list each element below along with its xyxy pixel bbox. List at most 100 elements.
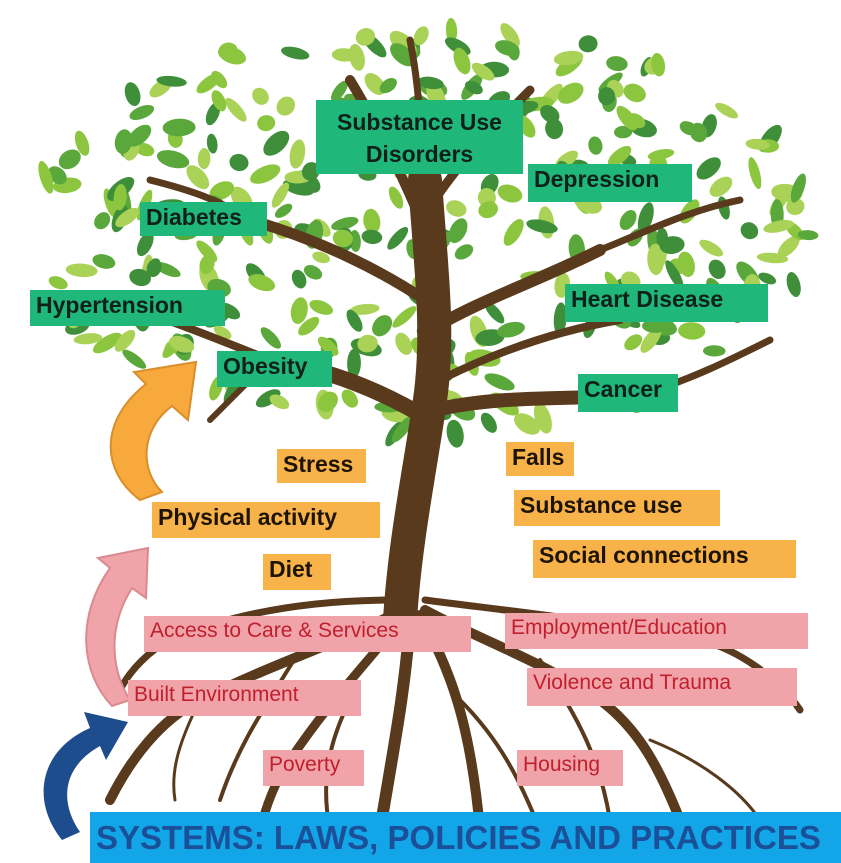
leaf <box>514 413 540 435</box>
leaf <box>598 87 616 106</box>
leaf <box>708 259 726 280</box>
leaf <box>146 258 162 278</box>
leaf <box>271 182 290 208</box>
leaf <box>255 389 281 408</box>
behavior-stress: Stress <box>277 449 366 483</box>
leaf <box>65 263 98 278</box>
leaf <box>211 90 227 112</box>
leaf <box>168 335 195 353</box>
outcome-diabetes: Diabetes <box>140 202 267 236</box>
leaf <box>114 329 136 352</box>
leaf <box>341 389 359 408</box>
leaf <box>446 200 467 217</box>
behavior-physical-activity: Physical activity <box>152 502 380 538</box>
leaf <box>225 97 247 122</box>
leaf <box>553 50 584 66</box>
leaf <box>709 176 733 197</box>
leaf <box>372 315 393 337</box>
leaf <box>677 251 695 277</box>
outcome-cancer: Cancer <box>578 374 678 412</box>
condition-built-environment: Built Environment <box>128 680 361 716</box>
leaf <box>703 345 726 357</box>
leaf <box>113 184 127 211</box>
outcome-heart-disease: Heart Disease <box>565 284 768 322</box>
leaf <box>229 153 249 172</box>
leaf <box>291 269 307 289</box>
leaf <box>533 402 552 434</box>
condition-poverty: Poverty <box>263 750 364 786</box>
leaf <box>260 327 281 349</box>
leaf <box>290 297 308 324</box>
behavior-social-connections: Social connections <box>533 540 796 578</box>
leaf <box>92 332 122 354</box>
behavior-substance-use: Substance use <box>514 490 720 526</box>
leaf <box>471 62 495 81</box>
leaf <box>349 303 380 315</box>
leaf <box>540 105 560 123</box>
leaf <box>48 166 67 185</box>
leaf <box>388 186 404 209</box>
leaf <box>387 227 409 250</box>
leaf <box>480 412 497 433</box>
leaf <box>497 184 523 203</box>
leaf <box>74 130 90 156</box>
leaf <box>557 82 584 104</box>
leaf <box>484 301 505 324</box>
leaf <box>348 44 365 71</box>
leaf <box>114 129 133 154</box>
leaf <box>127 124 152 147</box>
leaf <box>545 118 564 140</box>
leaf <box>250 164 281 184</box>
leaf <box>619 209 637 231</box>
leaf <box>748 157 762 190</box>
leaf <box>156 75 187 87</box>
leaf <box>211 70 228 89</box>
leaf <box>269 394 290 410</box>
leaf <box>347 348 361 378</box>
leaf <box>553 302 567 335</box>
leaf <box>616 105 638 131</box>
leaf <box>497 321 525 338</box>
leaf <box>301 162 320 181</box>
navy-arrow <box>43 712 128 840</box>
leaf <box>309 299 334 315</box>
condition-housing: Housing <box>517 750 623 786</box>
leaf <box>623 83 646 103</box>
leaf <box>790 173 806 203</box>
leaf <box>197 148 211 170</box>
leaf <box>478 201 499 219</box>
leaf <box>58 149 81 170</box>
leaf <box>363 208 381 234</box>
leaf <box>484 373 515 391</box>
leaf <box>454 244 474 260</box>
leaf <box>303 265 323 280</box>
leaf <box>763 219 794 233</box>
leaf <box>756 252 789 264</box>
leaf <box>390 43 415 67</box>
behavior-falls: Falls <box>506 442 574 476</box>
leaf <box>379 77 397 94</box>
leaf <box>48 276 68 290</box>
leaf <box>640 327 662 353</box>
condition-employment-education: Employment/Education <box>505 613 808 649</box>
leaf <box>503 218 524 246</box>
leaf <box>445 17 458 44</box>
leaf <box>475 329 505 346</box>
leaf <box>263 130 290 156</box>
leaf <box>317 336 339 356</box>
leaf <box>740 222 759 240</box>
leaf <box>495 40 520 57</box>
systems-banner: SYSTEMS: LAWS, POLICIES AND PRACTICES <box>90 812 841 863</box>
leaf <box>248 274 276 292</box>
leaf <box>355 28 376 46</box>
leaf <box>665 260 684 290</box>
leaf <box>647 243 665 275</box>
leaf <box>391 415 414 443</box>
leaf <box>186 165 210 190</box>
leaf <box>274 203 293 218</box>
leaf <box>392 306 417 328</box>
leaf <box>332 229 354 248</box>
leaf <box>500 23 520 48</box>
leaf <box>786 198 805 216</box>
behavior-diet: Diet <box>263 554 331 590</box>
